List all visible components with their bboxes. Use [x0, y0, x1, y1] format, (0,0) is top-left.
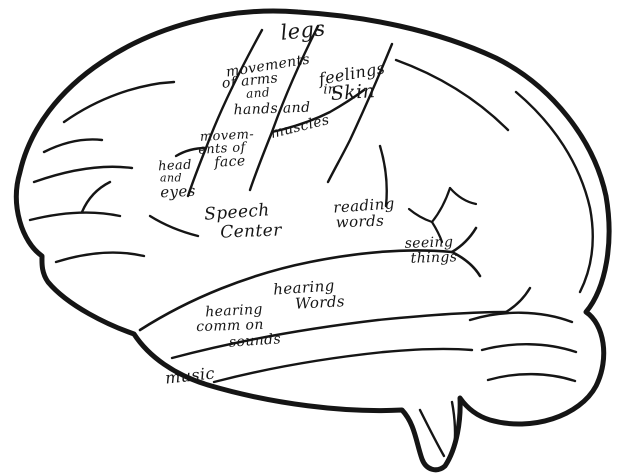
cerebellum-folds [468, 311, 578, 383]
brainstem-lines [418, 400, 457, 458]
label-line: comm on [195, 316, 265, 336]
brain-outline [14, 8, 612, 473]
lateral-fissure [138, 226, 482, 332]
parietal-occipital-curves [394, 58, 594, 294]
label-line: eyes [159, 181, 197, 202]
label-line: things [410, 249, 458, 267]
label-line: and [245, 85, 271, 101]
label-line: in [323, 82, 337, 98]
label-line: seeing [404, 234, 454, 252]
label-line: sounds [228, 331, 282, 351]
ink-group [14, 8, 612, 473]
central-sulci [174, 24, 394, 208]
label-line: Center [219, 220, 283, 243]
label-line: Skin [330, 79, 376, 106]
occipital-branch [407, 186, 478, 244]
label-line: and [160, 171, 182, 185]
temporal-sulci [170, 286, 532, 384]
label-line: legs [279, 16, 327, 45]
label-line: Words [294, 292, 346, 313]
frontal-sulci [28, 80, 200, 264]
label-line: hands and [233, 99, 311, 119]
label-line: face [213, 153, 247, 171]
label-line: words [335, 211, 385, 232]
